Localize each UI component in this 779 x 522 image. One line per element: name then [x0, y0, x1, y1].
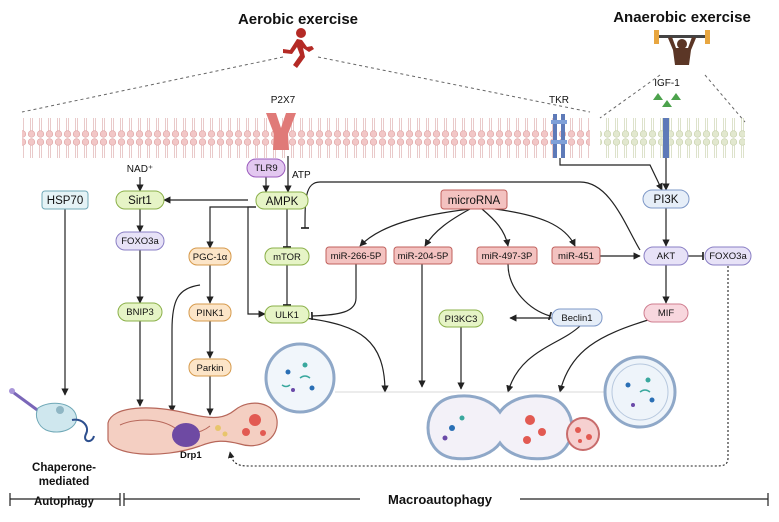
pink1-label: PINK1 [196, 308, 223, 319]
tkr-label: TKR [549, 95, 569, 106]
autolysosome-icon [426, 394, 574, 461]
pgc1a-node [188, 247, 232, 266]
anaerobic-title: Anaerobic exercise [613, 9, 751, 26]
chaperone-label-line3: Autophagy [34, 496, 95, 508]
mtor-node [264, 247, 310, 266]
pi3kc3-label: PI3KC3 [445, 314, 478, 325]
mitochondria-icon [107, 402, 278, 455]
chaperone-protein-icon [9, 388, 95, 442]
mif-node [643, 303, 689, 323]
cell-membrane-anaerobic [600, 112, 745, 158]
pi3k-node [642, 189, 690, 209]
mir204-label: miR-204-5P [398, 251, 449, 262]
drp1-label: Drp1 [180, 450, 202, 461]
pgc1a-label: PGC-1α [193, 252, 228, 263]
pi3kc3-node [438, 309, 484, 328]
phagophore-left-icon [264, 342, 336, 414]
lysosome-icon [566, 417, 600, 451]
pi3k-label: PI3K [654, 194, 679, 206]
pathway-connectors [61, 156, 704, 434]
mir497-label: miR-497-3P [482, 251, 533, 262]
bnip3-label: BNIP3 [126, 307, 153, 318]
beclin1-label: Beclin1 [561, 313, 592, 324]
microrna-label: microRNA [448, 195, 501, 207]
nad-label: NAD⁺ [127, 164, 153, 175]
microrna-node [440, 189, 508, 210]
akt-label: AKT [657, 251, 676, 262]
parkin-node [188, 358, 232, 377]
mir266-node [325, 246, 387, 265]
tlr9-label: TLR9 [254, 163, 277, 174]
chaperone-label-line2: mediated [39, 476, 90, 488]
mir266-label: miR-266-5P [331, 251, 382, 262]
ampk-node [255, 191, 309, 210]
akt-node [643, 246, 689, 266]
chaperone-label-line1: Chaperone- [32, 462, 96, 474]
range-brackets [9, 493, 769, 506]
mtor-label: mTOR [273, 252, 301, 263]
atp-label: ATP [292, 170, 311, 181]
hsp70-label: HSP70 [47, 195, 83, 207]
mir204-node [393, 246, 453, 265]
mif-label: MIF [658, 308, 675, 319]
hsp70-node [41, 190, 89, 210]
foxo3a-left-node [115, 231, 165, 251]
ampk-label: AMPK [266, 196, 299, 208]
pink1-node [188, 303, 232, 322]
aerobic-title: Aerobic exercise [238, 11, 358, 28]
foxo3a-left-label: FOXO3a [121, 236, 159, 247]
macroautophagy-label: Macroautophagy [388, 492, 493, 507]
beclin1-node [551, 308, 603, 327]
mir451-node [551, 246, 601, 265]
weightlifter-icon [654, 30, 710, 65]
foxo3a-right-label: FOXO3a [709, 251, 747, 262]
ulk1-label: ULK1 [275, 310, 299, 321]
runner-icon [283, 28, 314, 68]
tlr9-node [246, 158, 286, 178]
autophagosome-right-icon [603, 355, 677, 429]
sirt1-node [115, 190, 165, 210]
mir451-label: miR-451 [558, 251, 594, 262]
tkr-receptor [551, 114, 567, 158]
sirt1-label: Sirt1 [128, 195, 152, 207]
p2x7-receptor [266, 113, 296, 150]
ulk1-node [264, 305, 310, 324]
foxo3a-right-node [704, 246, 752, 266]
parkin-label: Parkin [197, 363, 224, 374]
mir497-node [476, 246, 538, 265]
cell-membrane [22, 112, 590, 158]
igf1-receptor [653, 93, 681, 158]
igf1-label: IGF-1 [654, 78, 680, 89]
p2x7-label: P2X7 [271, 95, 296, 106]
cone-lines [21, 56, 746, 123]
foxo3a-return-path [227, 266, 729, 467]
bnip3-node [117, 302, 163, 322]
